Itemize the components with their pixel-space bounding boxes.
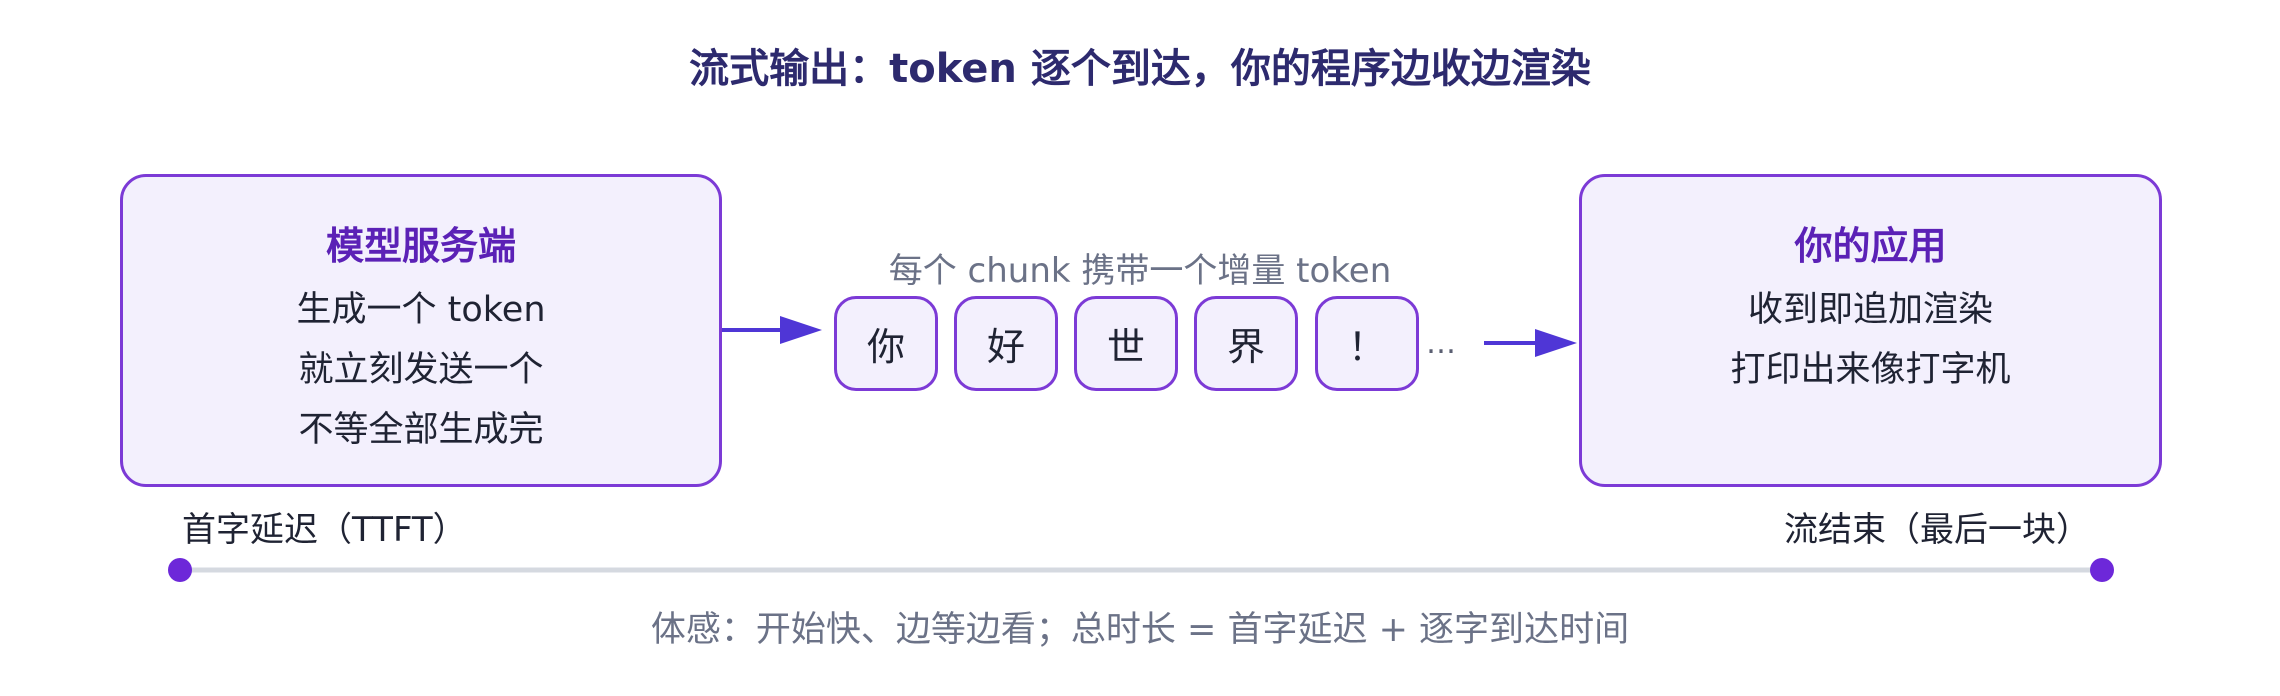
token-chip: 界 (1194, 296, 1298, 391)
server-line-3: 不等全部生成完 (298, 410, 544, 450)
server-box: 模型服务端 生成一个 token 就立刻发送一个 不等全部生成完 (120, 174, 722, 487)
token-chip: ！ (1315, 296, 1419, 391)
token-chip: 好 (954, 296, 1058, 391)
chunk-caption: 每个 chunk 携带一个增量 token (888, 251, 1392, 291)
ttft-label: 首字延迟（TTFT） (182, 510, 467, 550)
diagram-title: 流式输出：token 逐个到达，你的程序边收边渲染 (689, 46, 1591, 92)
timeline-start-dot (168, 558, 192, 582)
arrow-head-icon (1535, 329, 1577, 357)
server-title: 模型服务端 (325, 224, 516, 268)
arrow-head-icon (780, 316, 822, 344)
token-chip: 世 (1074, 296, 1178, 391)
app-line-2: 打印出来像打字机 (1730, 350, 2011, 390)
token-chip: 你 (834, 296, 938, 391)
server-line-2: 就立刻发送一个 (298, 350, 544, 390)
stream-end-label: 流结束（最后一块） (1784, 510, 2090, 550)
app-title: 你的应用 (1794, 224, 1947, 268)
app-line-1: 收到即追加渲染 (1747, 290, 1993, 330)
ellipsis: … (1426, 326, 1456, 361)
footnote: 体感：开始快、边等边看；总时长 = 首字延迟 + 逐字到达时间 (650, 610, 1630, 650)
timeline-end-dot (2090, 558, 2114, 582)
server-line-1: 生成一个 token (296, 290, 546, 330)
app-box: 你的应用 收到即追加渲染 打印出来像打字机 (1579, 174, 2162, 487)
